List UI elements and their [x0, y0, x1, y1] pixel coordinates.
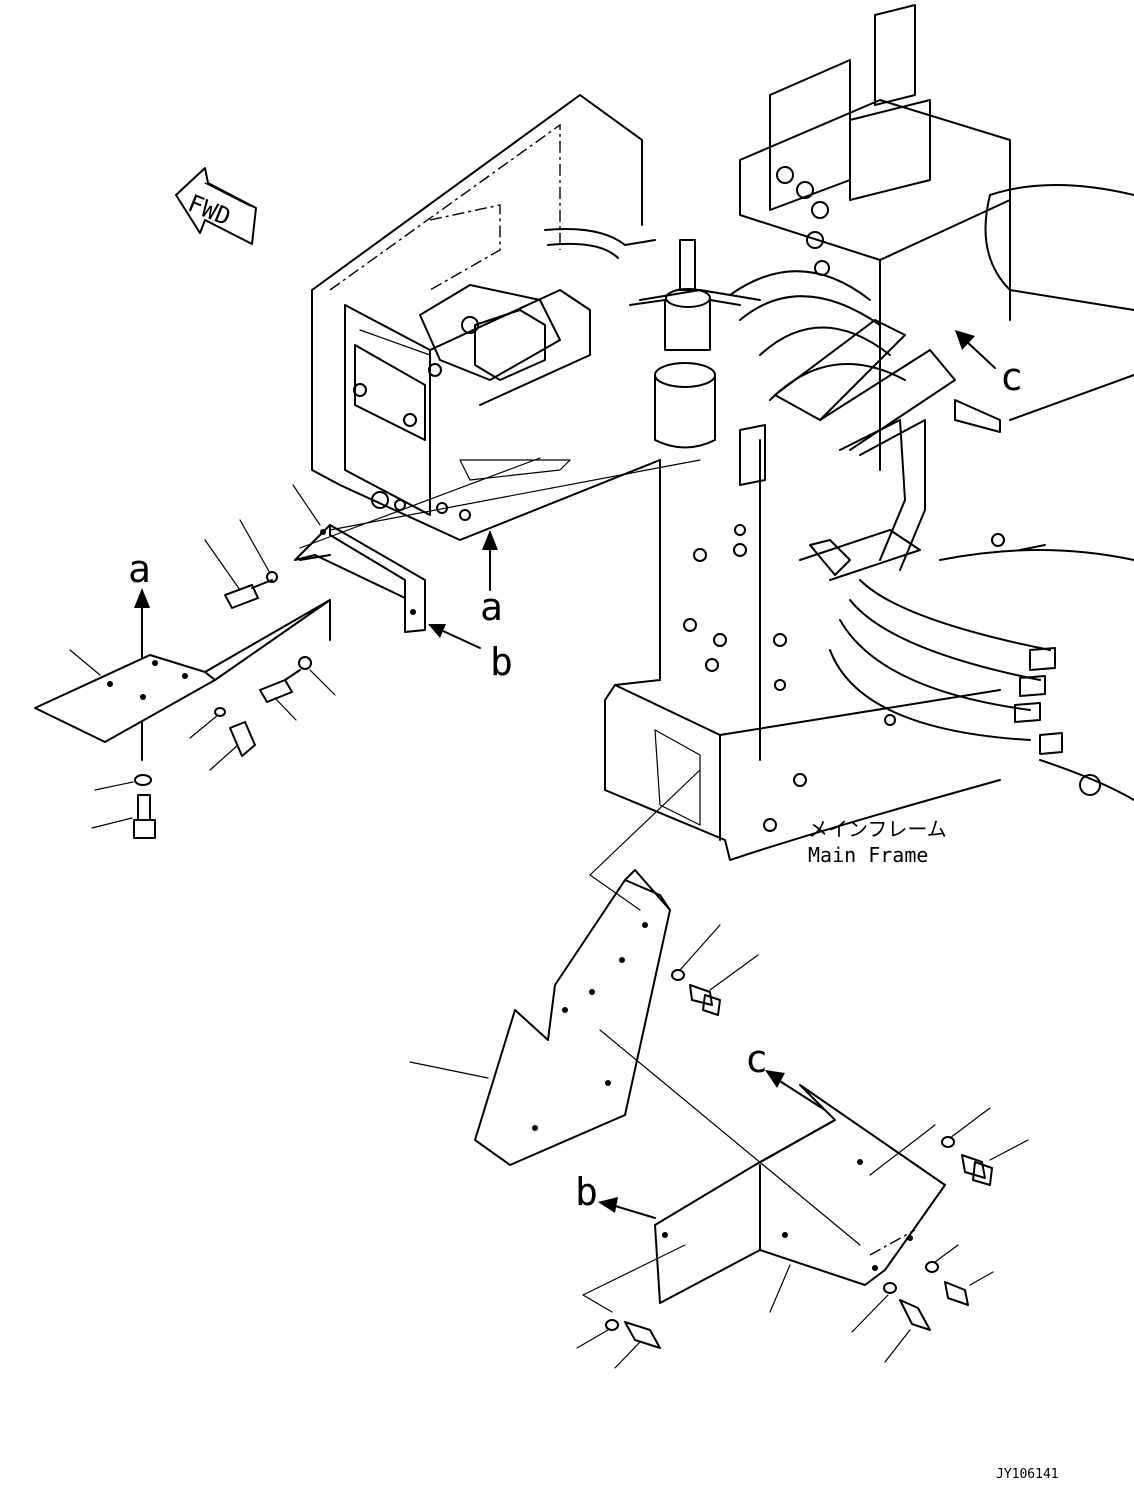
svg-text:a: a [128, 547, 151, 591]
bolts-left-group [91, 519, 336, 839]
caption-jp: メインフレーム [808, 817, 947, 841]
callout-b-frame: b [428, 624, 513, 684]
svg-text:c: c [1000, 355, 1023, 399]
callout-a-top: a [128, 547, 151, 761]
caption-en: Main Frame [808, 843, 928, 867]
callout-c-frame: c [955, 330, 1023, 399]
bolts-lower-cover [576, 1107, 1029, 1369]
fwd-label: FWD [184, 189, 235, 231]
svg-text:a: a [480, 585, 503, 629]
fwd-arrow-icon: FWD [175, 167, 257, 245]
leader-line-bracket [329, 459, 701, 531]
figure-code: JY106141 [996, 1467, 1059, 1482]
bracket-plate [292, 484, 426, 633]
callout-c-cover: c [745, 1037, 826, 1111]
cover-plate-upper [409, 769, 701, 1166]
floor-plate-left [34, 599, 331, 743]
leader-line-plate [299, 457, 541, 549]
svg-text:c: c [745, 1037, 768, 1081]
callout-b-cover: b [575, 1170, 656, 1219]
callout-a-frame: a [480, 530, 503, 629]
svg-text:b: b [490, 640, 513, 684]
main-frame [311, 4, 1134, 861]
bolts-upper-cover [671, 924, 759, 1016]
cover-plate-lower [582, 1029, 946, 1313]
svg-text:b: b [575, 1170, 598, 1214]
main-frame-caption: メインフレーム Main Frame [808, 817, 947, 867]
